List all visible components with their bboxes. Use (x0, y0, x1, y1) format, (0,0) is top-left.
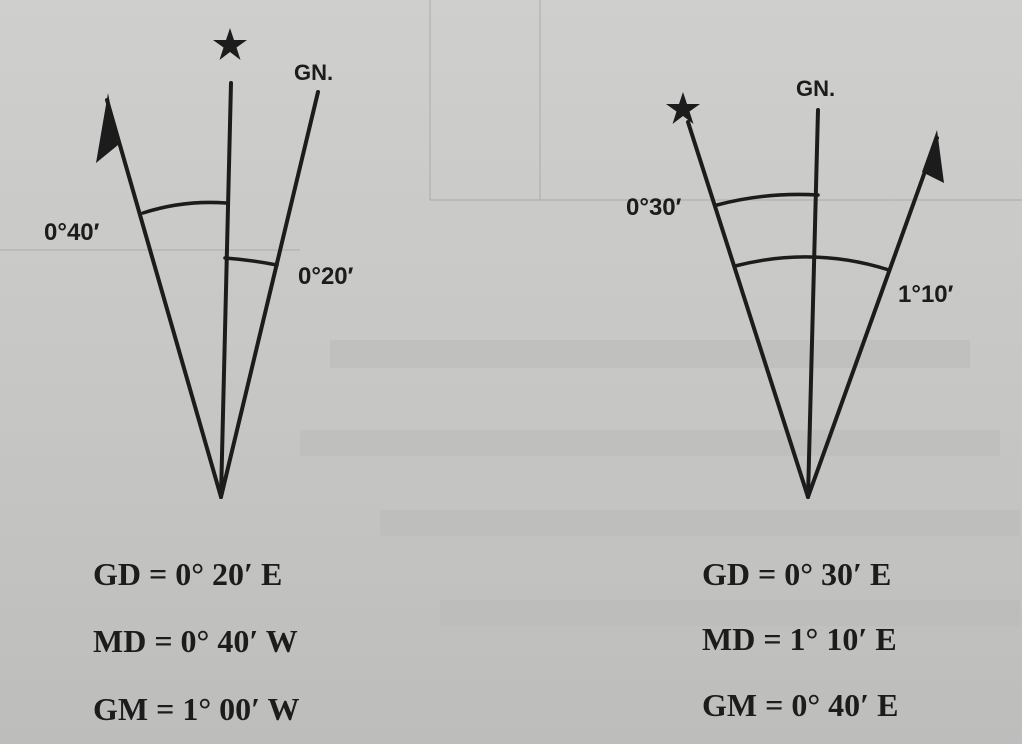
right-magnetic-north-line (806, 136, 939, 499)
right-angle-star-label: 0°30′ (626, 194, 682, 221)
left-md-equation: MD = 0° 40′ W (93, 623, 298, 659)
star-icon (213, 28, 247, 60)
left-arc-grid (223, 256, 279, 267)
right-diagram: GN. 0°30′ 1°10′ GD = 0° 30′ E MD = 1° 10… (626, 76, 954, 723)
background-bleed (0, 0, 1022, 251)
right-true-north-line (686, 120, 810, 499)
left-gn-label: GN. (294, 60, 333, 85)
left-grid-north-line (219, 90, 320, 499)
right-gm-equation: GM = 0° 40′ E (702, 687, 898, 723)
right-arc-star (715, 192, 820, 207)
right-grid-north-line (806, 108, 820, 499)
left-diagram: GN. 0°40′ 0°20′ GD = 0° 20′ E MD = 0° 40… (44, 28, 354, 727)
star-icon (666, 92, 700, 124)
right-gd-equation: GD = 0° 30′ E (702, 556, 891, 592)
left-magnetic-north-line (105, 98, 223, 499)
left-true-north-line (219, 81, 233, 499)
half-arrowhead-icon (922, 130, 944, 183)
right-gn-label: GN. (796, 76, 835, 101)
right-angle-magnetic-label: 1°10′ (898, 281, 954, 308)
left-gd-equation: GD = 0° 20′ E (93, 556, 282, 592)
left-arc-magnetic (141, 200, 228, 215)
left-angle-magnetic-label: 0°40′ (44, 219, 100, 246)
half-arrowhead-icon (96, 93, 118, 163)
left-angle-grid-label: 0°20′ (298, 263, 354, 290)
right-md-equation: MD = 1° 10′ E (702, 621, 897, 657)
left-gm-equation: GM = 1° 00′ W (93, 691, 300, 727)
right-arc-magnetic (733, 255, 891, 272)
